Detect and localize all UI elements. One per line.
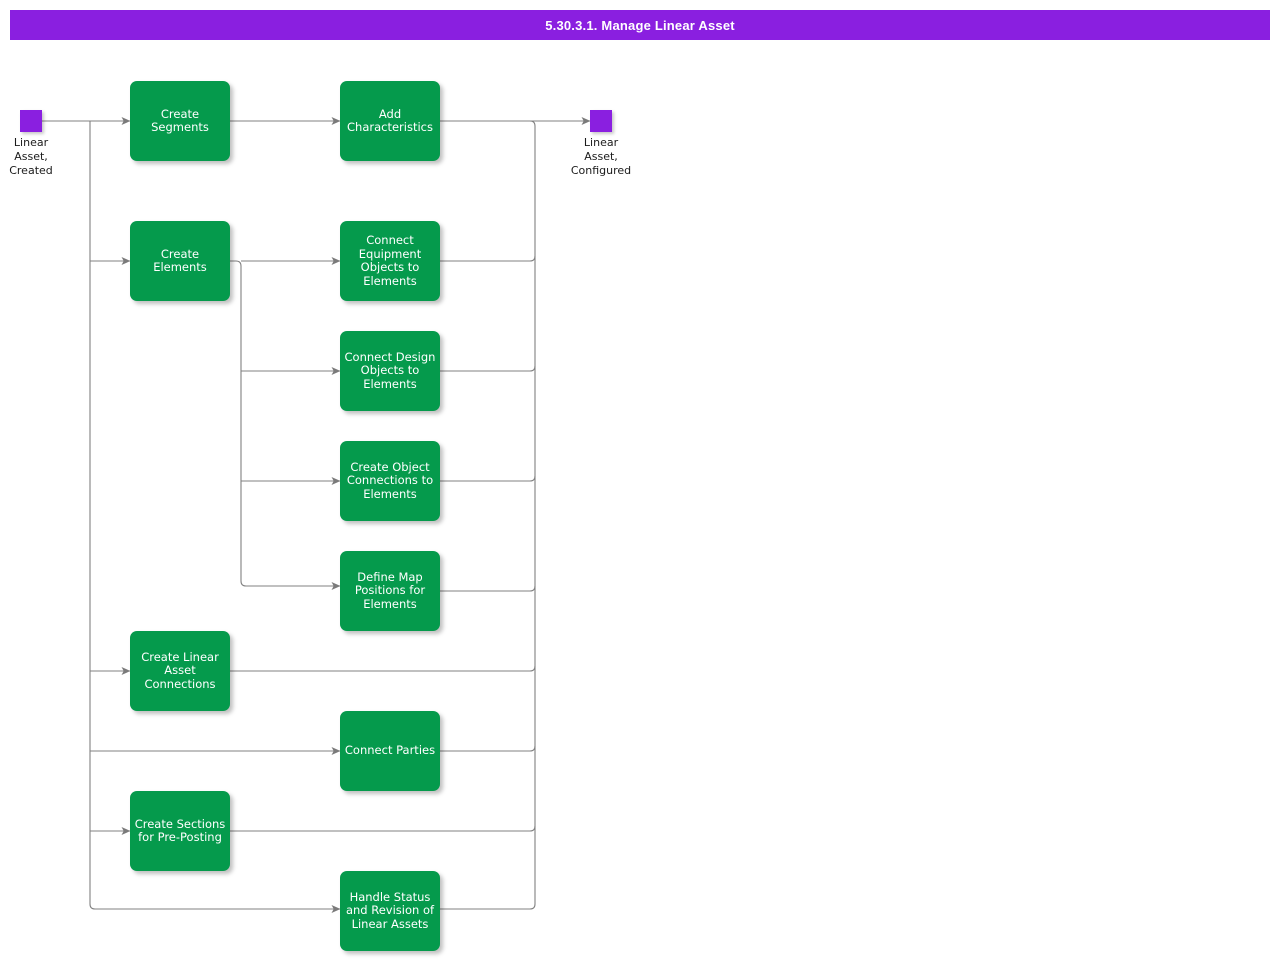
node-label: Connect Equipment Objects to Elements: [358, 233, 422, 288]
node-label: Create Linear Asset Connections: [141, 649, 219, 691]
node-label: Create Sections for Pre-Posting: [134, 816, 226, 844]
node-label: Handle Status and Revision of Linear Ass…: [345, 889, 435, 931]
node-connect-equipment-objects-to-elements[interactable]: Connect Equipment Objects to Elements: [340, 221, 440, 301]
node-label: Create Elements: [153, 246, 207, 274]
node-create-segments[interactable]: Create Segments: [130, 81, 230, 161]
node-create-object-connections-to-elements[interactable]: Create Object Connections to Elements: [340, 441, 440, 521]
node-label: Add Characteristics: [347, 106, 433, 134]
node-connect-parties[interactable]: Connect Parties: [340, 711, 440, 791]
diagram-title-bar: 5.30.3.1. Manage Linear Asset: [10, 10, 1270, 40]
node-connect-design-objects-to-elements[interactable]: Connect Design Objects to Elements: [340, 331, 440, 411]
node-define-map-positions-for-elements[interactable]: Define Map Positions for Elements: [340, 551, 440, 631]
end-node-icon: [590, 110, 612, 132]
node-label: Connect Design Objects to Elements: [344, 349, 436, 391]
node-add-characteristics[interactable]: Add Characteristics: [340, 81, 440, 161]
node-create-sections-for-pre-posting[interactable]: Create Sections for Pre-Posting: [130, 791, 230, 871]
node-label: Create Segments: [151, 106, 209, 134]
page-title: 5.30.3.1. Manage Linear Asset: [545, 17, 735, 33]
node-label: Define Map Positions for Elements: [354, 569, 426, 611]
start-node-icon: [20, 110, 42, 132]
node-label: Create Object Connections to Elements: [346, 459, 434, 501]
node-create-elements[interactable]: Create Elements: [130, 221, 230, 301]
start-node-label: Linear Asset, Created: [9, 136, 53, 177]
node-label: Connect Parties: [344, 743, 436, 758]
node-create-linear-asset-connections[interactable]: Create Linear Asset Connections: [130, 631, 230, 711]
node-handle-status-and-revision-of-linear-assets[interactable]: Handle Status and Revision of Linear Ass…: [340, 871, 440, 951]
end-node-label: Linear Asset, Configured: [570, 136, 632, 177]
